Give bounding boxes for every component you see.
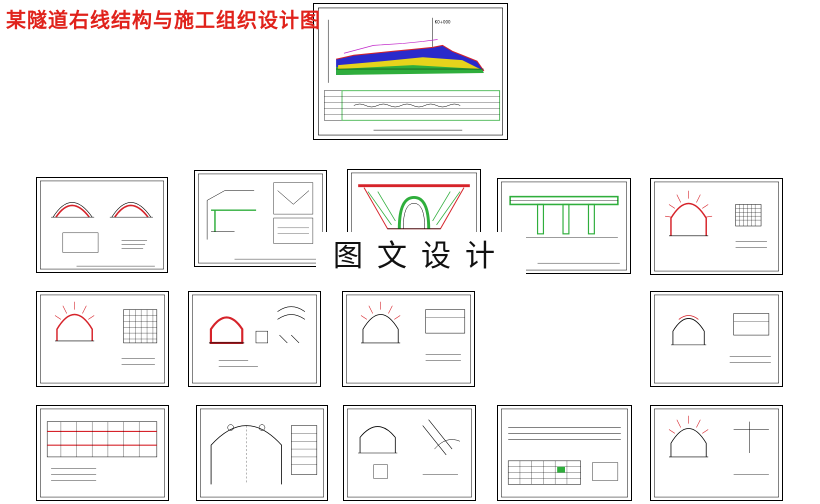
drawing-sheet-longitudinal-profile[interactable]: K0+000 xyxy=(313,3,508,140)
drawing-sheet-13[interactable] xyxy=(497,405,632,501)
sheet-drawing-13 xyxy=(501,408,628,498)
drawing-sheet-2[interactable] xyxy=(194,170,327,267)
sheet-drawing-5 xyxy=(654,181,779,272)
sheet-drawing-7 xyxy=(192,294,317,384)
drawing-sheet-11[interactable] xyxy=(196,405,328,501)
svg-text:K0+000: K0+000 xyxy=(435,20,451,25)
drawing-sheet-6[interactable] xyxy=(36,291,169,387)
page-title: 某隧道右线结构与施工组织设计图 xyxy=(6,8,321,32)
sheet-drawing-2 xyxy=(198,173,323,264)
drawing-sheet-1[interactable] xyxy=(36,177,168,273)
sheet-drawing-6 xyxy=(40,294,165,384)
sheet-drawing-9 xyxy=(654,294,779,384)
drawing-sheet-9[interactable] xyxy=(650,291,783,387)
drawing-sheet-7[interactable] xyxy=(188,291,321,387)
watermark-label: 图文设计 xyxy=(316,232,526,274)
sheet-drawing-1 xyxy=(40,180,164,270)
sheet-drawing-8 xyxy=(346,294,471,384)
drawing-sheet-8[interactable] xyxy=(342,291,475,387)
profile-drawing: K0+000 xyxy=(318,7,503,136)
drawing-sheet-10[interactable] xyxy=(36,405,169,501)
sheet-drawing-12 xyxy=(347,408,472,498)
sheet-drawing-4 xyxy=(501,181,627,271)
watermark-text: 图文设计 xyxy=(333,239,509,274)
drawing-sheet-5[interactable] xyxy=(650,178,783,275)
sheet-drawing-10 xyxy=(40,408,165,498)
sheet-drawing-11 xyxy=(200,408,324,498)
drawing-sheet-12[interactable] xyxy=(343,405,476,501)
drawing-sheet-14[interactable] xyxy=(650,405,783,501)
sheet-drawing-14 xyxy=(654,408,779,498)
